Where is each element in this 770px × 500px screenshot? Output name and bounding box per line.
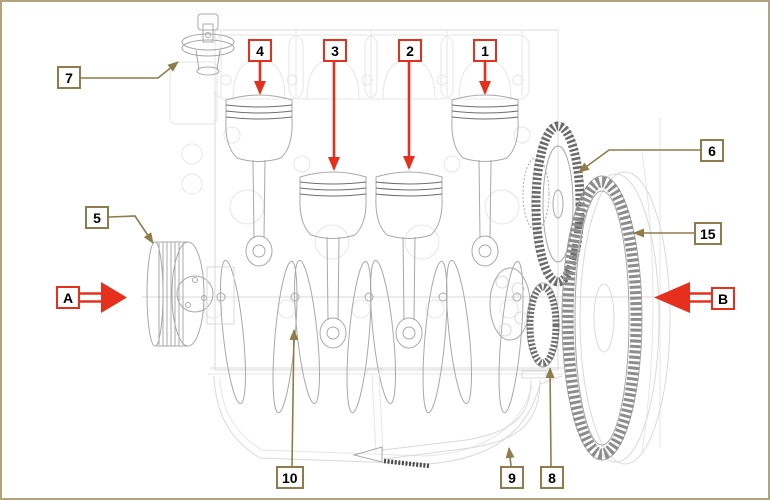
callout-arrow-10 <box>289 329 299 467</box>
direction-arrow-a <box>80 282 127 313</box>
callout-box-4: 4 <box>248 39 272 62</box>
callout-box-b: B <box>711 287 735 310</box>
piston-2 <box>375 171 443 349</box>
piston-3 <box>299 171 367 349</box>
callout-box-15: 15 <box>694 222 722 245</box>
callout-box-9: 9 <box>500 466 524 489</box>
callout-arrow-7 <box>81 61 179 79</box>
callout-arrow-6 <box>578 149 700 173</box>
callout-box-8: 8 <box>540 466 564 489</box>
direction-arrow-b <box>654 282 711 313</box>
callout-arrow-5 <box>108 215 154 244</box>
callout-box-6: 6 <box>700 139 724 162</box>
callout-box-5: 5 <box>85 206 109 229</box>
engine-block <box>142 29 682 453</box>
callout-arrow-9 <box>505 447 515 467</box>
callout-box-10: 10 <box>276 466 304 489</box>
oil-suction-pipe <box>352 370 547 469</box>
callout-box-a: A <box>56 286 80 309</box>
callout-box-1: 1 <box>473 39 497 62</box>
flywheel-ring-gear <box>561 171 671 465</box>
callout-box-7: 7 <box>57 66 81 89</box>
callout-arrow-8 <box>545 367 555 467</box>
callout-box-2: 2 <box>398 39 422 62</box>
thermostat <box>181 13 235 76</box>
leader-lines <box>81 61 700 467</box>
piston-1 <box>451 94 519 267</box>
crankshaft <box>220 259 524 414</box>
crankshaft-pulley <box>146 241 235 347</box>
callout-box-3: 3 <box>323 39 347 62</box>
oil-pump-gear <box>526 282 560 368</box>
piston-4 <box>225 94 293 267</box>
